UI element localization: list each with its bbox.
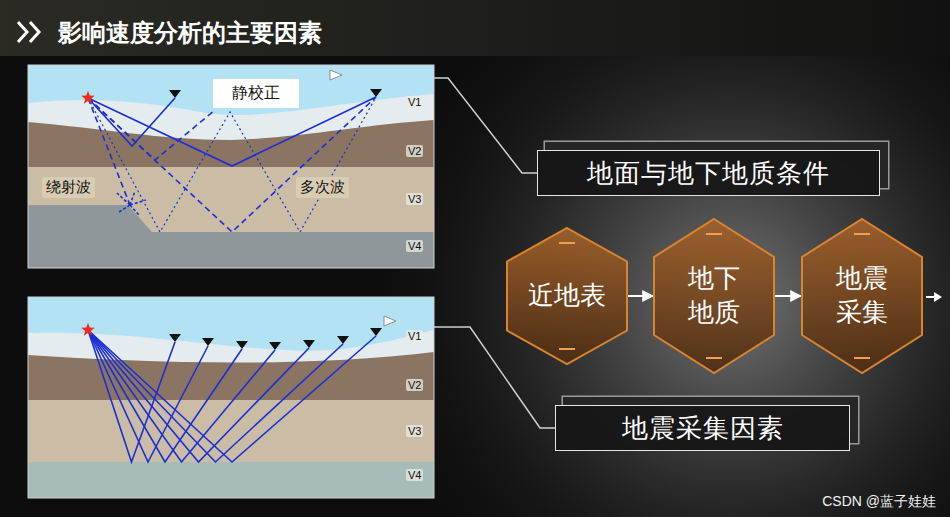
ray	[88, 98, 215, 160]
factor-hexagon: 地下 地质	[653, 218, 775, 374]
layer-v2	[28, 120, 434, 268]
box-text: 地面与地下地质条件	[587, 156, 830, 191]
hexagon-shape	[801, 218, 923, 374]
wave-label: 多次波	[296, 177, 349, 198]
diffraction-ray	[117, 193, 130, 205]
ray-paths	[88, 97, 376, 232]
receiver	[337, 336, 349, 344]
ray	[88, 98, 175, 146]
title-band	[0, 0, 950, 56]
velocity-label: V3	[406, 193, 423, 205]
layer-v4	[28, 462, 434, 498]
velocity-label: V4	[406, 240, 423, 252]
hexagon-tick	[706, 357, 722, 359]
slide-title: 影响速度分析的主要因素	[58, 17, 322, 49]
shot-star	[81, 323, 94, 336]
receiver	[202, 338, 214, 346]
top-geology	[28, 65, 434, 268]
layer-v3	[28, 167, 434, 268]
sky-layer	[28, 65, 434, 268]
hexagon-outline	[654, 219, 774, 373]
acquisition-section-panel: V1V2V3V4	[28, 297, 434, 498]
ray	[88, 330, 343, 462]
velocity-label: V1	[406, 330, 423, 342]
multiple-ray	[88, 97, 376, 232]
shot-star	[81, 91, 94, 104]
flow-arrowhead	[934, 292, 942, 302]
factor-box: 地面与地下地质条件	[537, 150, 880, 196]
chevron-icon	[30, 22, 39, 42]
box-text: 地震采集因素	[622, 411, 784, 446]
factor-hexagon: 地震 采集	[801, 218, 923, 374]
layer-v2	[28, 352, 434, 498]
tag-text: 静校正	[232, 83, 280, 104]
receiver	[169, 334, 181, 342]
velocity-label: V4	[406, 469, 423, 481]
bottom-geology	[28, 297, 434, 498]
ray	[88, 330, 309, 462]
ray	[88, 330, 376, 462]
pointer-triangle	[384, 316, 396, 326]
receiver	[269, 342, 281, 350]
layer-v3	[28, 400, 434, 498]
panel-frame	[28, 65, 434, 268]
weathered-layer	[28, 330, 434, 498]
static-correction-box: 静校正	[213, 79, 299, 108]
wave-label: 绕射波	[42, 177, 95, 198]
receiver	[370, 89, 382, 97]
layer-v4	[28, 205, 434, 268]
flow-arrow	[775, 295, 801, 297]
receiver	[236, 341, 248, 349]
hexagon-shape	[653, 218, 775, 374]
diffraction-ray	[130, 191, 135, 205]
panel-frame	[28, 297, 434, 498]
hexagon-tick	[854, 357, 870, 359]
hexagon-tick	[854, 233, 870, 235]
hexagon-outline	[802, 219, 922, 373]
ray	[88, 330, 242, 462]
velocity-label: V2	[406, 145, 423, 157]
hexagon-tick	[559, 242, 575, 244]
hexagon-tick	[706, 233, 722, 235]
ray	[88, 97, 376, 232]
diffraction-ray	[119, 205, 130, 212]
factor-hexagon: 近地表	[506, 227, 628, 365]
diffraction-ray	[130, 205, 139, 215]
hexagon-outline	[507, 228, 627, 364]
diffraction-ray	[130, 200, 146, 205]
flow-arrow	[628, 295, 653, 297]
hexagon-text: 地下 地质	[684, 262, 744, 330]
velocity-label: V1	[406, 96, 423, 108]
receiver	[169, 90, 181, 98]
chevron-icon	[18, 22, 27, 42]
watermark: CSDN @蓝子娃娃	[822, 493, 936, 511]
receiver	[303, 340, 315, 348]
factor-box: 地震采集因素	[555, 405, 850, 451]
sky-layer	[28, 297, 434, 498]
hexagon-text: 近地表	[528, 279, 606, 313]
receiver	[370, 328, 382, 336]
weathered-layer	[28, 94, 434, 268]
ray	[88, 330, 208, 462]
hexagon-tick	[559, 348, 575, 350]
velocity-label: V3	[406, 425, 423, 437]
seismic-section-panel: 绕射波 多次波 V1V2V3V4 静校正	[28, 65, 434, 268]
hexagon-text: 地震 采集	[832, 262, 892, 330]
leader-line	[434, 78, 537, 173]
velocity-label: V2	[406, 379, 423, 391]
ray-paths	[88, 330, 376, 462]
pointer-triangle	[330, 70, 342, 80]
